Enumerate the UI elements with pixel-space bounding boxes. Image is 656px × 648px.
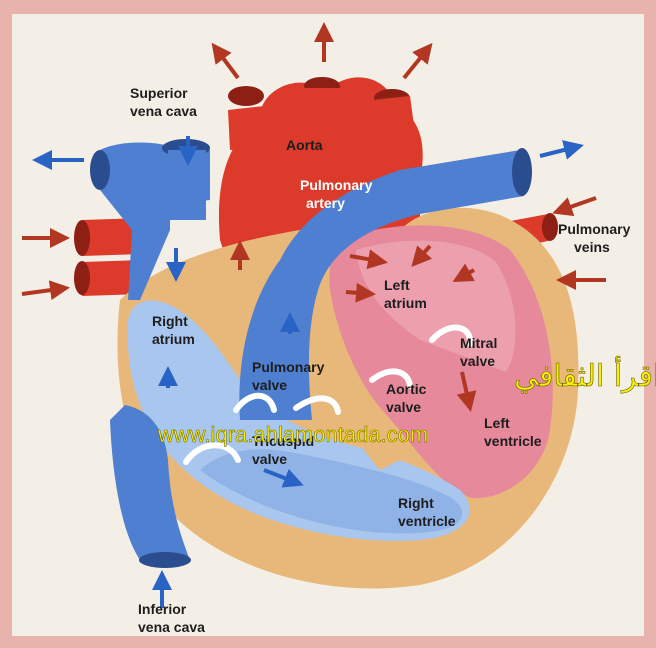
watermark-arabic: منتدى اقرأ الثقافي [514,355,656,394]
inferior-vena-cava-opening [139,552,191,568]
label-aorta: Aorta [286,137,323,153]
arrow-la-4 [346,292,372,294]
watermark-url: www.iqra.ahlamontada.com [157,422,428,447]
